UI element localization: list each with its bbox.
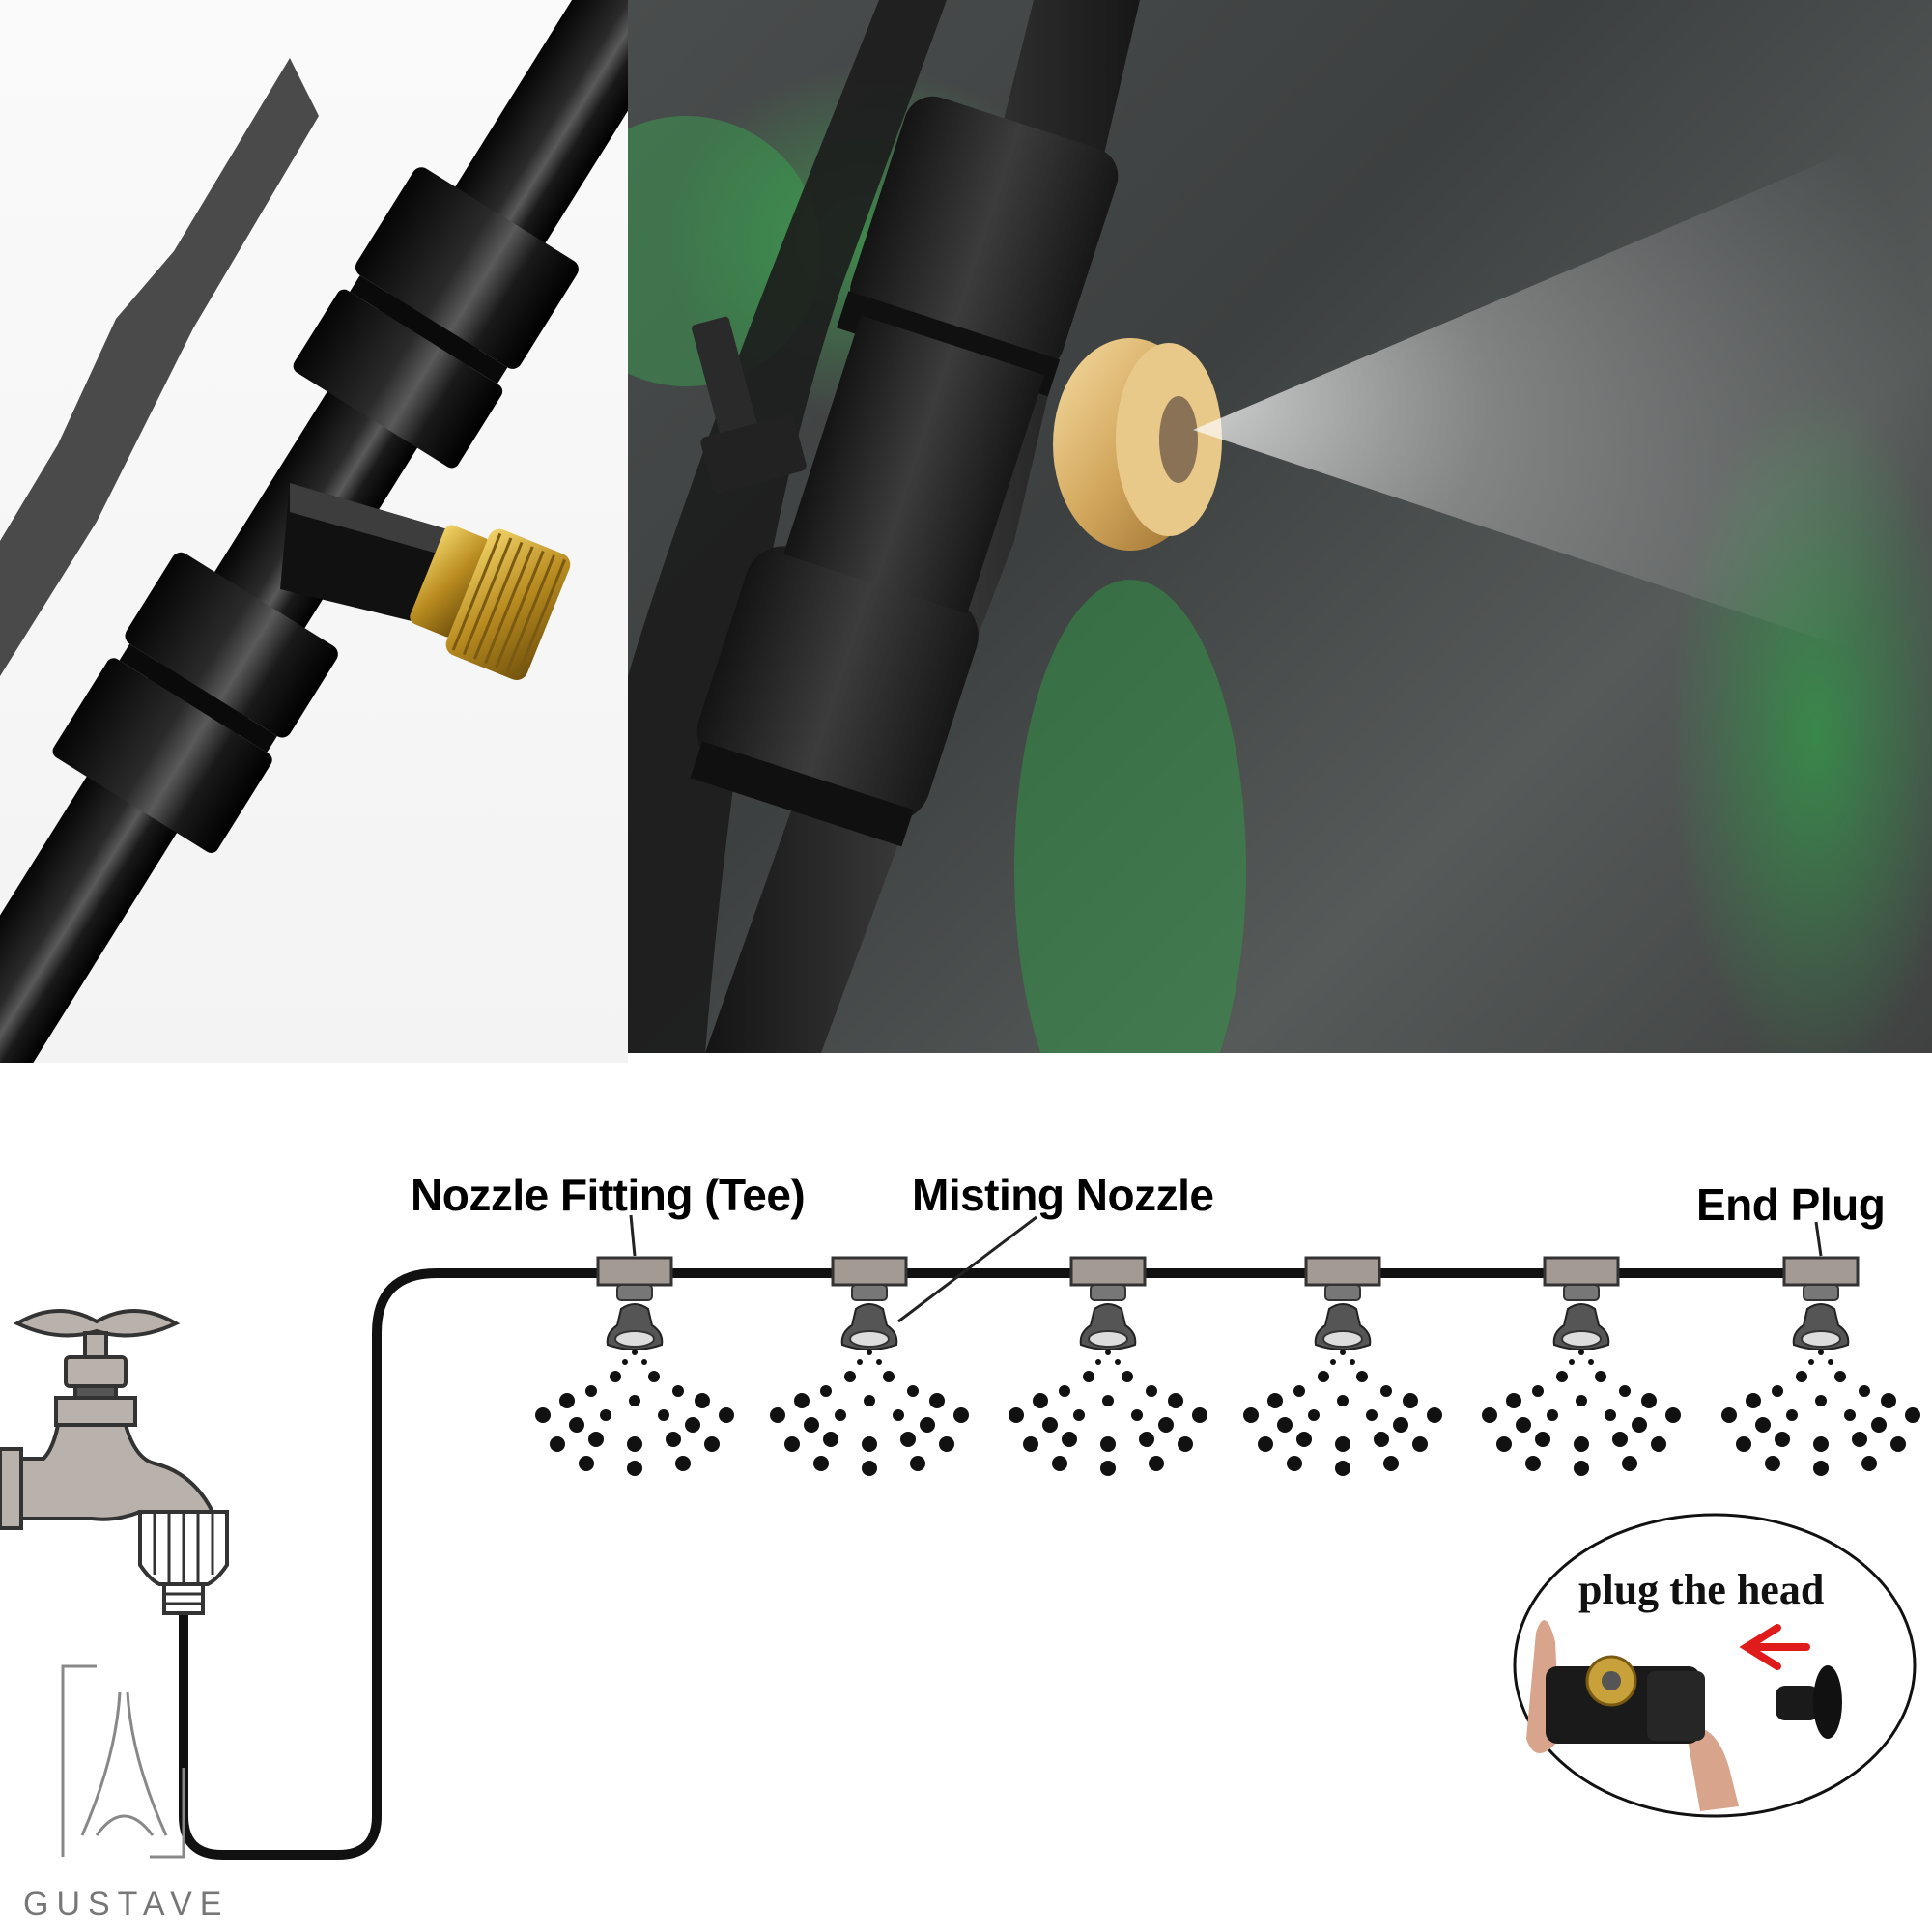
nozzle-unit-5	[1482, 1256, 1681, 1476]
brand-name: GUSTAVE	[23, 1886, 230, 1922]
product-photo-tee-fitting	[0, 0, 628, 1063]
plug-the-head-callout	[1513, 1513, 1917, 1818]
tee-fitting-illustration	[0, 0, 628, 1063]
nozzle-unit-6	[1721, 1256, 1920, 1476]
label-nozzle-fitting-tee: Nozzle Fitting (Tee)	[411, 1170, 806, 1220]
faucet-icon	[0, 1309, 229, 1615]
gustave-logo-icon	[61, 1664, 185, 1859]
nozzle-unit-4	[1243, 1256, 1442, 1476]
label-misting-nozzle: Misting Nozzle	[912, 1170, 1214, 1220]
nozzle-unit-3	[1009, 1256, 1208, 1476]
callout-text: plug the head	[1578, 1566, 1825, 1613]
nozzle-unit-1	[535, 1256, 734, 1476]
product-photo-misting-action	[628, 0, 1932, 1053]
label-end-plug: End Plug	[1696, 1179, 1886, 1230]
red-arrow-icon	[1739, 1624, 1810, 1670]
nozzle-unit-2	[770, 1256, 969, 1476]
misting-action-illustration	[628, 0, 1932, 1053]
misting-system-diagram	[0, 1214, 1920, 1860]
supply-tubing	[179, 1268, 1855, 1860]
